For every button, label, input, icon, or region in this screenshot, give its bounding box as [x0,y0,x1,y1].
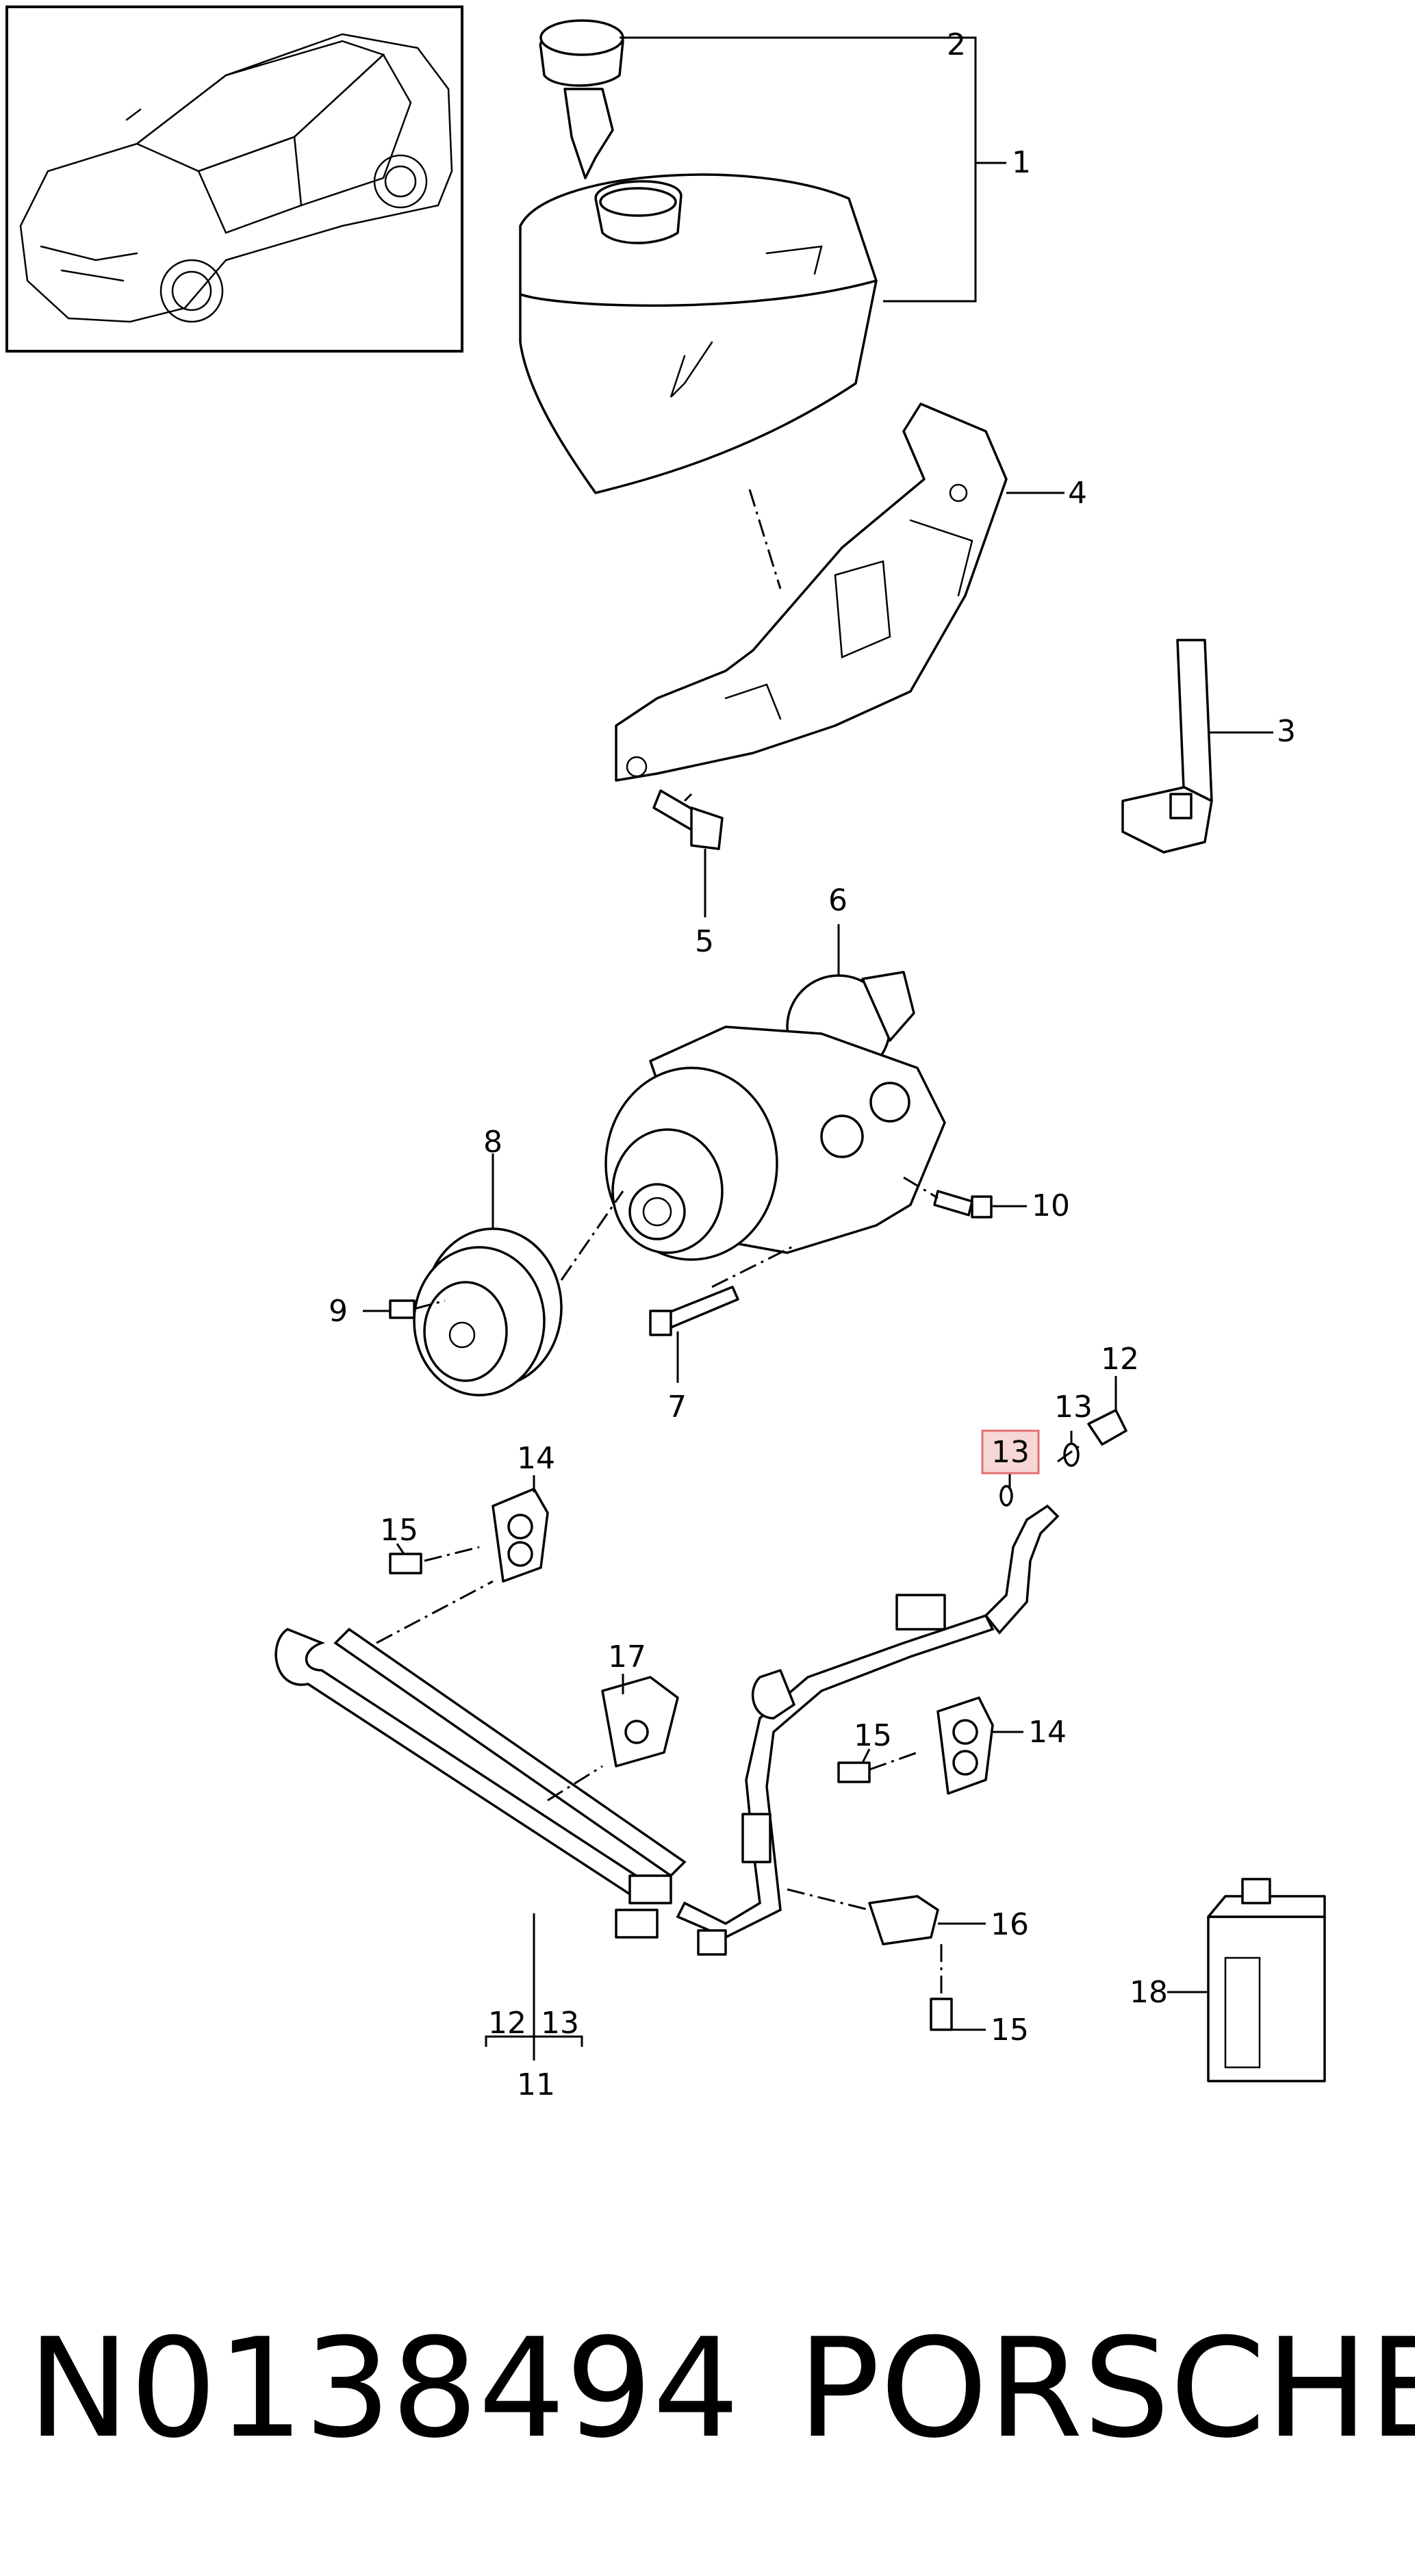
bolt-15-left [389,1546,480,1574]
clamp-14-right [936,1696,994,1795]
clamp-16 [787,1888,939,1946]
part-number: N0138494 [27,2309,740,2469]
callout-1: 1 [1012,145,1031,180]
reservoir-assembly [519,19,878,494]
callout-15-left: 15 [380,1513,418,1548]
callout-10: 10 [1032,1188,1070,1223]
highlight-box [981,1429,1040,1475]
callout-15-bottom: 15 [991,2013,1029,2048]
fitting-12-13 [999,1409,1127,1507]
bracket [615,403,1008,782]
car-thumbnail [5,5,463,353]
callout-labels: 1 2 4 3 5 6 8 9 10 7 12 13 13 14 15 17 1… [329,27,1296,2102]
leader-lines [363,36,1273,2061]
power-steering-pump [604,971,946,1261]
clamp-17 [547,1676,679,1802]
callout-3: 3 [1277,714,1296,749]
bolt-15-mid [837,1751,918,1783]
callout-6: 6 [828,883,847,918]
sensor-connector-3 [1121,639,1213,854]
callout-12-sub: 12 [488,2006,526,2041]
bolt-15-bottom [930,1944,953,2031]
callout-11: 11 [517,2067,555,2102]
callout-16: 16 [991,1907,1029,1942]
callout-18: 18 [1130,1975,1168,2010]
callout-12: 12 [1101,1342,1139,1377]
bolt-9 [389,1299,446,1319]
callout-15-mid: 15 [854,1718,892,1753]
callout-17: 17 [608,1640,646,1674]
callout-9: 9 [329,1294,348,1329]
bolt-7 [649,1286,739,1336]
callout-5: 5 [695,924,714,959]
pulley [413,1227,563,1397]
callout-13: 13 [1054,1390,1093,1425]
clamp-14-left [376,1488,549,1644]
bolt-5 [652,789,724,850]
fluid-container [1207,1878,1326,2082]
hose-assembly-11 [275,1504,1060,1956]
callout-4: 4 [1068,476,1087,511]
callout-13-highlighted: 13 [991,1435,1030,1470]
bolt-10 [903,1176,993,1219]
brand-name: PORSCHE [798,2309,1415,2469]
callout-2: 2 [947,27,966,62]
callout-14-left: 14 [517,1441,555,1476]
callout-8: 8 [483,1125,502,1160]
callout-14-right: 14 [1028,1715,1067,1750]
callout-7: 7 [667,1390,687,1425]
callout-13-sub: 13 [541,2006,579,2041]
